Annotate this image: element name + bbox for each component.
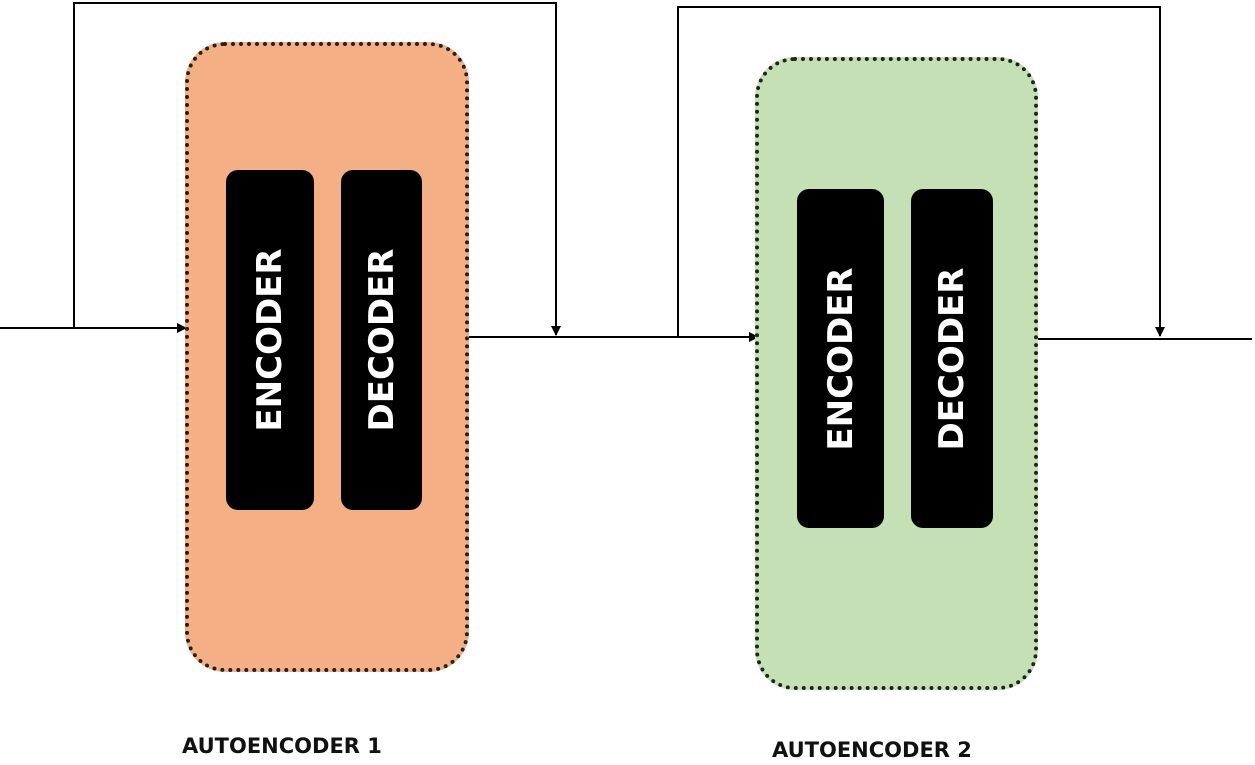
skip-connection-1 xyxy=(73,2,561,336)
decoder-label: DECODER xyxy=(932,267,972,450)
autoencoder-2-caption: AUTOENCODER 2 xyxy=(772,738,972,762)
autoencoder-2-encoder-block: ENCODER xyxy=(797,189,884,528)
encoder-label: ENCODER xyxy=(250,248,290,432)
skip-connection-2 xyxy=(677,6,1165,337)
autoencoder-1-encoder-block: ENCODER xyxy=(226,170,314,510)
encoder-label: ENCODER xyxy=(820,266,861,451)
decoder-label: DECODER xyxy=(361,248,402,432)
autoencoder-1-decoder-block: DECODER xyxy=(341,170,422,510)
autoencoder-1-caption: AUTOENCODER 1 xyxy=(182,734,382,758)
autoencoder-2-decoder-block: DECODER xyxy=(911,189,993,528)
